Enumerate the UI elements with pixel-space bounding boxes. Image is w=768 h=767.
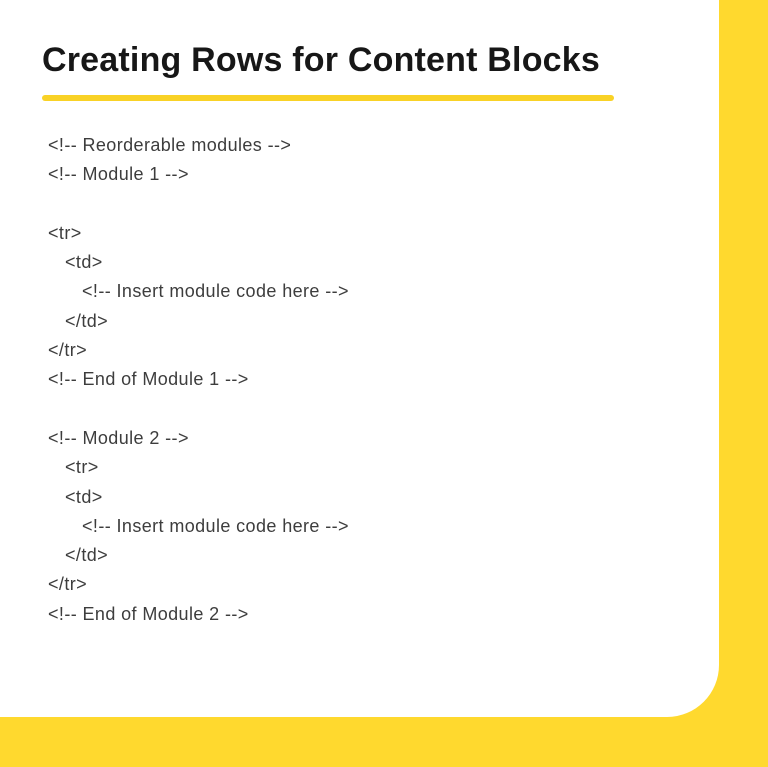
code-line: <!-- Module 2 --> — [48, 427, 189, 448]
code-line: </td> — [65, 310, 109, 331]
content-card: Creating Rows for Content Blocks <!-- Re… — [0, 0, 719, 717]
code-line: <td> — [65, 252, 103, 273]
code-line: <!-- Reorderable modules --> — [48, 135, 292, 155]
code-line: <!-- End of Module 1 --> — [48, 369, 249, 390]
code-line: <td> — [65, 486, 103, 507]
code-line: <!-- Module 1 --> — [48, 164, 189, 185]
code-line — [48, 395, 349, 424]
code-line: </tr> — [48, 340, 88, 361]
code-line: <tr> — [65, 457, 99, 478]
code-line — [48, 190, 349, 219]
code-line: <!-- End of Module 2 --> — [48, 603, 249, 624]
code-block: <!-- Reorderable modules --> <!-- Module … — [48, 131, 349, 629]
page-title: Creating Rows for Content Blocks — [42, 41, 601, 79]
code-line: </td> — [65, 545, 109, 566]
code-line: <!-- Insert module code here --> — [82, 515, 349, 536]
code-line: <!-- Insert module code here --> — [82, 281, 349, 302]
code-line: <tr> — [48, 222, 82, 243]
code-line: </tr> — [48, 574, 88, 595]
title-underline — [42, 95, 614, 101]
